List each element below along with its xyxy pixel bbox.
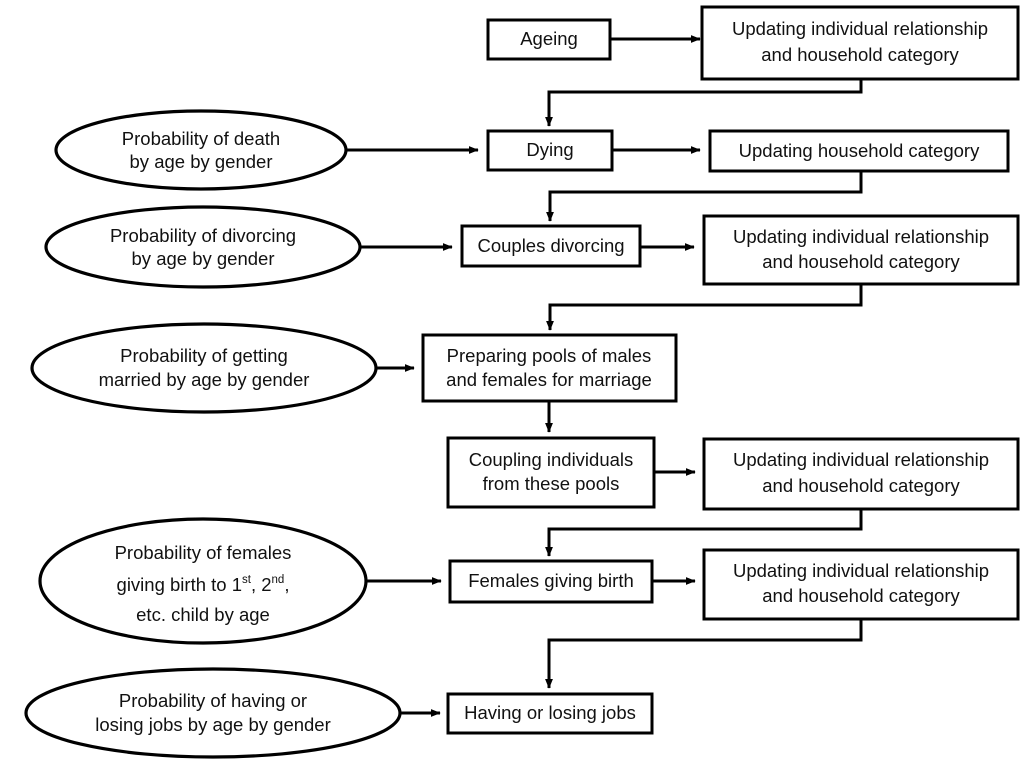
- node-update-birth[interactable]: Updating individual relationship and hou…: [702, 548, 1020, 621]
- prob-birth-label-line2: giving birth to 1st, 2nd,: [117, 574, 290, 595]
- prob-birth-seg-b: , 2: [251, 574, 272, 595]
- node-prob-death[interactable]: Probability of death by age by gender: [54, 109, 348, 191]
- edge-update-birth-to-jobs: [545, 619, 863, 689]
- node-coupling-individuals[interactable]: Coupling individuals from these pools: [446, 436, 656, 509]
- females-giving-birth-box[interactable]: [448, 559, 654, 604]
- update-coupling-label-line2: and household category: [762, 475, 960, 496]
- node-couples-divorcing[interactable]: Couples divorcing: [460, 224, 642, 268]
- edge-update-coupling-to-birth: [545, 509, 863, 557]
- node-update-dying[interactable]: Updating household category: [708, 129, 1010, 173]
- node-ageing[interactable]: Ageing: [486, 18, 612, 61]
- edge-update-dying-to-divorcing: [546, 171, 863, 222]
- prob-birth-label-line1: Probability of females: [115, 542, 292, 563]
- update-birth-box[interactable]: [702, 548, 1020, 621]
- update-birth-label-line2: and household category: [762, 585, 960, 606]
- prob-birth-seg-a: giving birth to 1: [117, 574, 242, 595]
- node-prob-divorce[interactable]: Probability of divorcing by age by gende…: [44, 205, 362, 289]
- prob-marriage-label-line2: married by age by gender: [99, 369, 310, 390]
- couples-divorcing-label: Couples divorcing: [477, 235, 624, 256]
- having-losing-jobs-box[interactable]: [446, 692, 654, 735]
- prob-jobs-label-line2: losing jobs by age by gender: [95, 714, 331, 735]
- prob-death-label-line1: Probability of death: [122, 128, 280, 149]
- node-females-giving-birth[interactable]: Females giving birth: [448, 559, 654, 604]
- dying-label: Dying: [526, 139, 573, 160]
- preparing-pools-box[interactable]: [421, 333, 678, 403]
- prob-marriage-ellipse[interactable]: [30, 322, 378, 414]
- update-birth-label-line1: Updating individual relationship: [733, 560, 989, 581]
- prob-birth-seg-c: ,: [284, 574, 289, 595]
- prob-jobs-ellipse[interactable]: [24, 667, 402, 759]
- update-coupling-box[interactable]: [702, 437, 1020, 511]
- preparing-pools-label-line2: and females for marriage: [446, 369, 652, 390]
- node-update-coupling[interactable]: Updating individual relationship and hou…: [702, 437, 1020, 511]
- dying-box[interactable]: [486, 129, 614, 172]
- edge-update-ageing-to-dying: [545, 79, 863, 127]
- prob-death-ellipse[interactable]: [54, 109, 348, 191]
- prob-marriage-label-line1: Probability of getting: [120, 345, 288, 366]
- females-giving-birth-label: Females giving birth: [468, 570, 634, 591]
- update-ageing-label-line1: Updating individual relationship: [732, 18, 988, 39]
- prob-divorce-label-line1: Probability of divorcing: [110, 225, 296, 246]
- update-coupling-label-line1: Updating individual relationship: [733, 449, 989, 470]
- coupling-individuals-label-line1: Coupling individuals: [469, 449, 634, 470]
- prob-birth-ellipse[interactable]: [38, 517, 368, 645]
- update-divorce-box[interactable]: [702, 214, 1020, 286]
- ageing-label: Ageing: [520, 28, 578, 49]
- update-ageing-box[interactable]: [700, 5, 1020, 81]
- node-dying[interactable]: Dying: [486, 129, 614, 172]
- prob-divorce-ellipse[interactable]: [44, 205, 362, 289]
- update-ageing-label-line2: and household category: [761, 44, 959, 65]
- coupling-individuals-box[interactable]: [446, 436, 656, 509]
- edges-group: [346, 35, 863, 717]
- prob-death-label-line2: by age by gender: [130, 151, 273, 172]
- coupling-individuals-label-line2: from these pools: [483, 473, 620, 494]
- prob-birth-label-line3: etc. child by age: [136, 604, 270, 625]
- node-prob-birth[interactable]: Probability of females giving birth to 1…: [38, 517, 368, 645]
- ageing-box[interactable]: [486, 18, 612, 61]
- node-update-divorce[interactable]: Updating individual relationship and hou…: [702, 214, 1020, 286]
- node-prob-marriage[interactable]: Probability of getting married by age by…: [30, 322, 378, 414]
- node-having-losing-jobs[interactable]: Having or losing jobs: [446, 692, 654, 735]
- prob-birth-seg-st: st: [242, 574, 252, 586]
- prob-birth-seg-nd: nd: [272, 574, 285, 586]
- update-divorce-label-line1: Updating individual relationship: [733, 226, 989, 247]
- prob-jobs-label-line1: Probability of having or: [119, 690, 307, 711]
- update-dying-label: Updating household category: [739, 140, 980, 161]
- preparing-pools-label-line1: Preparing pools of males: [447, 345, 652, 366]
- prob-divorce-label-line2: by age by gender: [132, 248, 275, 269]
- update-dying-box[interactable]: [708, 129, 1010, 173]
- node-preparing-pools[interactable]: Preparing pools of males and females for…: [421, 333, 678, 403]
- update-divorce-label-line2: and household category: [762, 251, 960, 272]
- edge-update-divorce-to-pools: [546, 284, 863, 331]
- having-losing-jobs-label: Having or losing jobs: [464, 702, 636, 723]
- node-update-ageing[interactable]: Updating individual relationship and hou…: [700, 5, 1020, 81]
- couples-divorcing-box[interactable]: [460, 224, 642, 268]
- node-prob-jobs[interactable]: Probability of having or losing jobs by …: [24, 667, 402, 759]
